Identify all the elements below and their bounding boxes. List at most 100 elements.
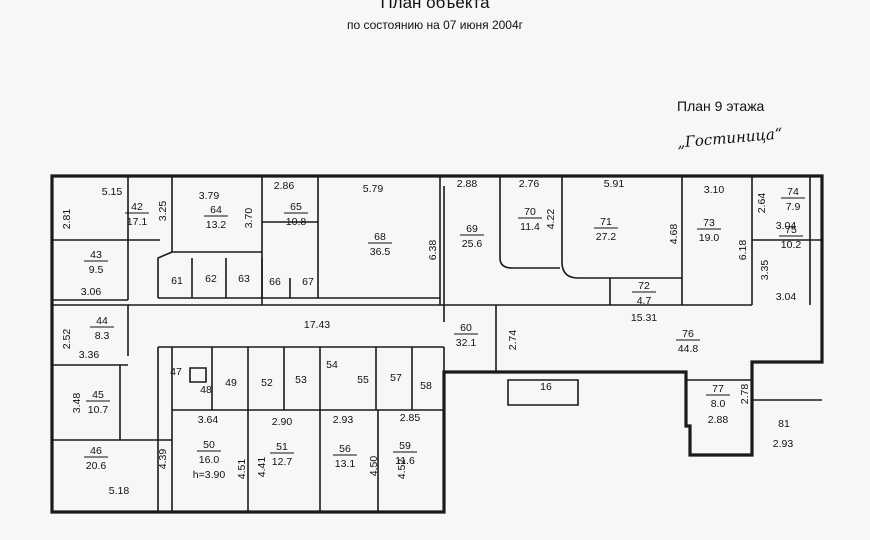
room-area: 12.7	[272, 456, 293, 468]
dimension-label: 2.78	[739, 384, 751, 405]
room-area: 10.8	[286, 216, 307, 228]
room-area: 10.2	[781, 239, 802, 251]
walls	[50, 174, 824, 514]
dimension-label: 3.64	[198, 414, 219, 426]
dimension-label: 2.81	[61, 209, 73, 230]
room-number: 50	[203, 439, 215, 451]
dimension-label: 17.43	[304, 319, 330, 331]
dimension-label: 3.70	[243, 208, 255, 229]
room-number: 70	[524, 206, 536, 218]
room-area: 44.8	[678, 343, 699, 355]
dimension-label: 5.79	[363, 183, 384, 195]
dimension-label: 3.36	[79, 349, 100, 361]
room-number: 43	[90, 249, 102, 261]
room-area: 20.6	[86, 460, 107, 472]
room-area: 16.0	[199, 454, 220, 466]
room-number: 60	[460, 322, 472, 334]
dimension-label: 3.04	[776, 291, 797, 303]
dimension-label: 6.18	[737, 240, 749, 261]
room-number: 61	[171, 275, 183, 287]
dimension-label: 3.06	[81, 286, 102, 298]
dimension-label: 5.18	[109, 485, 130, 497]
dimension-label: 3.79	[199, 190, 220, 202]
room-number: 47	[170, 366, 182, 378]
room-area: 13.2	[206, 219, 227, 231]
room-number: 59	[399, 440, 411, 452]
room-number: 56	[339, 443, 351, 455]
room-area: 13.1	[335, 458, 356, 470]
room-number: 48	[200, 384, 212, 396]
room-number: 71	[600, 216, 612, 228]
room-area: 8.3	[95, 330, 110, 342]
room-number: 76	[682, 328, 694, 340]
room-area: 7.9	[786, 201, 801, 213]
room-area: 19.0	[699, 232, 720, 244]
dimension-label: 3.25	[157, 201, 169, 222]
room-number: 63	[238, 273, 250, 285]
dimension-label: 2.74	[507, 330, 519, 351]
room-area: 11.6	[395, 455, 415, 467]
dimension-label: 2.86	[274, 180, 295, 192]
dimension-label: 2.93	[773, 438, 794, 450]
room-area: 27.2	[596, 231, 617, 243]
room-number: 81	[778, 418, 790, 430]
dimension-label: 4.51	[236, 459, 248, 480]
dimension-label: 2.88	[708, 414, 729, 426]
room-number: 54	[326, 359, 338, 371]
dimension-label: 4.39	[157, 449, 169, 470]
room-number: 16	[540, 381, 552, 393]
floor-label: План 9 этажа	[677, 98, 765, 114]
room-area: 11.4	[520, 221, 540, 233]
room-number: 73	[703, 217, 715, 229]
room-area: 4.7	[637, 295, 652, 307]
room-number: 69	[466, 223, 478, 235]
room-area: 17.1	[127, 216, 148, 228]
dimension-label: 4.22	[545, 209, 557, 230]
room-number: 58	[420, 380, 432, 392]
plan-title: План объекта	[380, 0, 490, 12]
room-area: 25.6	[462, 238, 483, 250]
dimension-label: 4.68	[668, 224, 680, 245]
room-number: 52	[261, 377, 273, 389]
room-area: 10.7	[88, 404, 109, 416]
dimension-label: 2.85	[400, 412, 421, 424]
room-number: 62	[205, 273, 217, 285]
room-number: 57	[390, 372, 402, 384]
room-number: 53	[295, 374, 307, 386]
room-number: 49	[225, 377, 237, 389]
dimension-label: 3.48	[71, 393, 83, 414]
dimension-label: 5.91	[604, 178, 625, 190]
dimension-label: 4.41	[256, 457, 268, 478]
ceiling-height-note: h=3.90	[193, 469, 226, 481]
room-area: 8.0	[711, 398, 726, 410]
dimension-label: 3.04	[776, 220, 797, 232]
room-number: 46	[90, 445, 102, 457]
room-number: 67	[302, 276, 314, 288]
room-number: 66	[269, 276, 281, 288]
room-number: 44	[96, 315, 108, 327]
room-area: 32.1	[456, 337, 477, 349]
dimension-label: 6.38	[427, 240, 439, 261]
room-number: 65	[290, 201, 302, 213]
room-number: 55	[357, 374, 369, 386]
dimension-label: 3.10	[704, 184, 725, 196]
room-number: 77	[712, 383, 724, 395]
dimension-label: 4.50	[368, 456, 380, 477]
room-area: 36.5	[370, 246, 391, 258]
room-area: 9.5	[89, 264, 104, 276]
room-number: 64	[210, 204, 222, 216]
dimension-label: 2.93	[333, 414, 354, 426]
dimension-label: 2.88	[457, 178, 478, 190]
dimension-label: 5.15	[102, 186, 123, 198]
dimension-label: 4.52	[396, 459, 408, 480]
dimension-label: 2.90	[272, 416, 293, 428]
room-number: 68	[374, 231, 386, 243]
dimension-label: 2.52	[61, 329, 73, 350]
plan-subtitle: по состоянию на 07 июня 2004г	[346, 18, 524, 32]
room-number: 45	[92, 389, 104, 401]
room-number: 74	[787, 186, 799, 198]
room-number: 51	[276, 441, 288, 453]
dimension-label: 2.76	[519, 178, 540, 190]
